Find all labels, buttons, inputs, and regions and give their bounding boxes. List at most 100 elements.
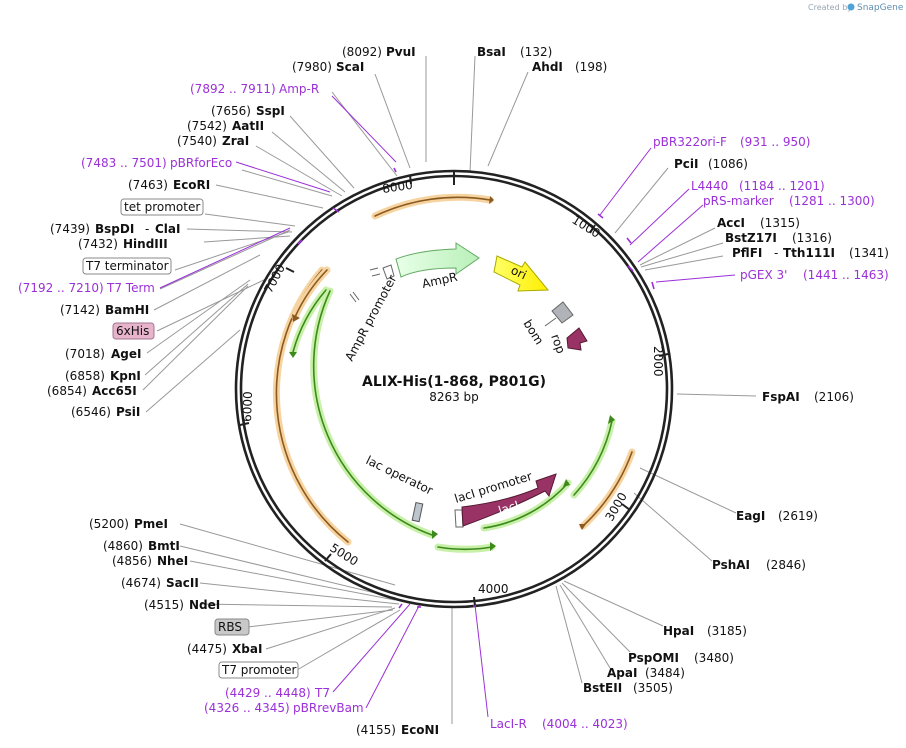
snapgene-logo-icon xyxy=(847,3,855,11)
site-pflfi-dash: - xyxy=(774,246,778,260)
site-pvui-name: PvuI xyxy=(386,45,416,59)
plasmid-size: 8263 bp xyxy=(429,390,479,404)
site-fspai-name: FspAI xyxy=(762,390,800,404)
site-bmti-num: (4860) xyxy=(103,539,143,553)
site-econi-num: (4155) xyxy=(356,723,396,737)
primer-pbr322ori-range: (931 .. 950) xyxy=(740,135,810,149)
bom-leader xyxy=(544,317,557,327)
site-hpai-num: (3185) xyxy=(707,624,747,638)
site-kpni-num: (6858) xyxy=(65,369,105,383)
laci-label: lacI xyxy=(497,498,521,518)
site-bsteii-num: (3505) xyxy=(633,681,673,695)
site-scai-num: (7980) xyxy=(292,60,332,74)
tick-label-2000: 2000 xyxy=(651,346,665,377)
lac-operator-label: lac operator xyxy=(364,453,436,497)
his-tag-box xyxy=(112,322,155,340)
primer-t7term-range: (7192 .. 7210) xyxy=(18,281,104,295)
site-tth111i-num: (1341) xyxy=(849,246,889,260)
site-aatii-num: (7542) xyxy=(187,119,227,133)
primer-leader-lines xyxy=(159,95,736,718)
site-eagi-num: (2619) xyxy=(778,509,818,523)
his-tag-label: 6xHis xyxy=(116,324,149,338)
primer-prsmarker-name: pRS-marker xyxy=(703,194,774,208)
site-bspdi-dash: - xyxy=(145,222,149,236)
ampr-feature xyxy=(395,242,480,278)
t7-promoter-label: T7 promoter xyxy=(221,663,297,677)
site-nhei-name: NheI xyxy=(157,554,188,568)
ori-label: ori xyxy=(509,263,529,282)
site-pcii-num: (1086) xyxy=(708,157,748,171)
primer-l4440-range: (1184 .. 1201) xyxy=(739,179,825,193)
primer-ampr-range: (7892 .. 7911) xyxy=(190,82,276,96)
plasmid-name: ALIX-His(1-868, P801G) xyxy=(362,374,546,390)
ampr-label: AmpR xyxy=(421,270,459,291)
site-xbai-num: (4475) xyxy=(187,642,227,656)
site-pspomi-num: (3480) xyxy=(694,651,734,665)
site-bmti-name: BmtI xyxy=(148,539,180,553)
site-apai-num: (3484) xyxy=(645,666,685,680)
site-ahdi-num: (198) xyxy=(575,60,607,74)
rbs-label: RBS xyxy=(218,620,242,634)
site-hindiii-num: (7432) xyxy=(78,237,118,251)
tick-marks xyxy=(239,171,669,607)
primer-pgex3-range: (1441 .. 1463) xyxy=(803,268,889,282)
tet-promoter-box xyxy=(120,198,204,216)
leader-lines xyxy=(142,55,757,724)
bom-label: bom xyxy=(520,317,546,347)
ampr-promoter-feature xyxy=(382,264,395,280)
ampr-promoter-label: AmpR promoter xyxy=(342,273,399,364)
primer-pbr322ori-name: pBR322ori-F xyxy=(653,135,727,149)
ori-feature xyxy=(493,255,550,292)
site-ecori-name: EcoRI xyxy=(173,178,210,192)
tick-label-6000: 6000 xyxy=(240,391,255,422)
rbs-box xyxy=(214,618,250,636)
site-zrai-num: (7540) xyxy=(177,134,217,148)
site-bstz17i-num: (1316) xyxy=(792,231,832,245)
small-features xyxy=(349,267,381,303)
site-nhei-num: (4856) xyxy=(112,554,152,568)
primer-lacir-range: (4004 .. 4023) xyxy=(542,717,628,731)
primer-t7-name: T7 xyxy=(314,686,330,700)
brand-text: SnapGene xyxy=(857,3,904,13)
site-pflfi-name: PflFI xyxy=(732,246,762,260)
site-sspi-name: SspI xyxy=(256,104,285,118)
site-pcii-name: PciI xyxy=(674,157,699,171)
site-ahdi-name: AhdI xyxy=(532,60,563,74)
primer-pbrrevbam-name: pBRrevBam xyxy=(293,701,364,715)
primer-marks xyxy=(297,167,655,609)
site-bspdi-name: BspDI xyxy=(95,222,134,236)
site-zrai-name: ZraI xyxy=(222,134,249,148)
primer-pbrforeco-name: pBRforEco xyxy=(170,156,232,170)
site-clai-name: ClaI xyxy=(155,222,180,236)
site-psii-num: (6546) xyxy=(71,405,111,419)
site-pmei-name: PmeI xyxy=(134,517,168,531)
site-acc65i-num: (6854) xyxy=(47,384,87,398)
site-apai-name: ApaI xyxy=(607,666,637,680)
green-arcs xyxy=(289,286,616,553)
site-fspai-num: (2106) xyxy=(814,390,854,404)
site-sspi-num: (7656) xyxy=(211,104,251,118)
site-ndei-name: NdeI xyxy=(189,598,220,612)
site-acci-num: (1315) xyxy=(760,216,800,230)
rop-feature xyxy=(566,327,588,351)
tet-promoter-label: tet promoter xyxy=(124,200,200,214)
orange-arcs xyxy=(272,193,636,546)
site-pmei-num: (5200) xyxy=(89,517,129,531)
site-hindiii-name: HindIII xyxy=(123,237,168,251)
laci-promoter-feature xyxy=(454,509,464,528)
site-psii-name: PsiI xyxy=(116,405,140,419)
site-bamhi-name: BamHI xyxy=(105,303,149,317)
t7-promoter-box xyxy=(218,661,299,679)
site-xbai-name: XbaI xyxy=(232,642,262,656)
site-ndei-num: (4515) xyxy=(144,598,184,612)
site-pvui-num: (8092) xyxy=(342,45,382,59)
site-pspomi-name: PspOMI xyxy=(628,651,679,665)
lac-operator-feature xyxy=(411,501,424,523)
bom-feature xyxy=(551,301,574,324)
credit-text: Created by xyxy=(808,3,852,12)
site-bspdi-num: (7439) xyxy=(50,222,90,236)
site-pshai-name: PshAI xyxy=(712,558,750,572)
primer-prsmarker-range: (1281 .. 1300) xyxy=(789,194,875,208)
site-bamhi-num: (7142) xyxy=(60,303,100,317)
